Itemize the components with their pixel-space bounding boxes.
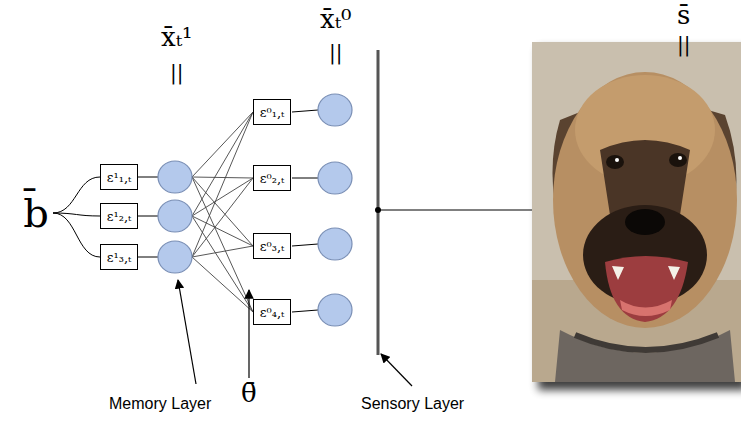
noise-box: ε¹₂,ₜ [100,203,138,229]
input-connector [53,177,100,213]
node-text: ε⁰₂,ₜ [260,171,285,186]
node-text: ε⁰₁,ₜ [260,105,285,120]
equals-mark: || [170,62,183,83]
node-text: ε¹₃,ₜ [107,250,132,265]
node-text: ε¹₁,ₜ [107,170,132,185]
layer-variable: x̄ₜ¹ [161,24,193,51]
node-text: ε⁰₃,ₜ [260,239,285,254]
node-text: ε⁰₄,ₜ [260,305,285,320]
layer-caption: Memory Layer [109,396,211,413]
parameter-symbol: θ̄ [241,380,257,407]
node-text: ε¹₂,ₜ [107,209,132,224]
noise-box: ε¹₃,ₜ [100,244,138,270]
noise-box: ε⁰₄,ₜ [253,299,291,325]
noise-box: ε¹₁,ₜ [100,164,138,190]
equals-mark: || [677,34,690,55]
image-variable: s̄ [677,2,690,29]
layer-variable: x̄ₜ⁰ [320,6,352,33]
node-text: b̄ [23,193,49,233]
input-connector [53,213,100,257]
input-symbol: b̄ [20,192,52,234]
noise-box: ε⁰₃,ₜ [253,233,291,259]
layer-caption: Sensory Layer [361,396,464,413]
noise-box: ε⁰₁,ₜ [253,99,291,125]
noise-box: ε⁰₂,ₜ [253,165,291,191]
equals-mark: || [329,42,342,63]
